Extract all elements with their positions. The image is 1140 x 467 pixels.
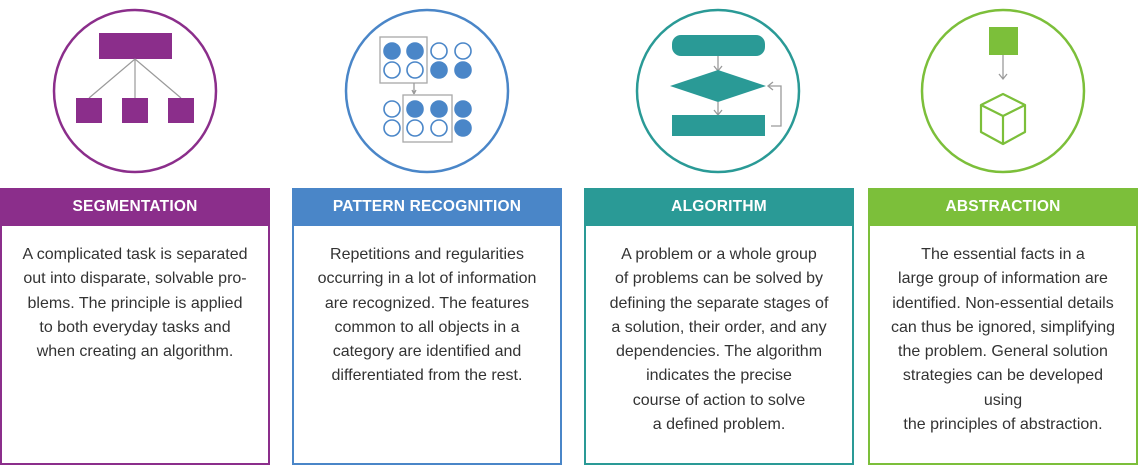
segmentation-card: SEGMENTATION A complicated task is separ… — [0, 188, 270, 465]
description-line: can thus be ignored, simplifying — [890, 318, 1116, 336]
description-line: the problem. General solution — [898, 343, 1108, 361]
card-description: A problem or a whole group of problems c… — [584, 226, 854, 465]
card-title: ABSTRACTION — [868, 188, 1138, 226]
description-line: large group of information are — [898, 270, 1108, 288]
dot-pattern-icon — [344, 8, 510, 174]
card-title: ALGORITHM — [584, 188, 854, 226]
description-line: The essential facts in a — [921, 246, 1085, 263]
abstraction-card: ABSTRACTION The essential facts in a lar… — [868, 188, 1138, 465]
card-description: A complicated task is separated out into… — [0, 226, 270, 465]
segmentation-icon-circle — [50, 6, 220, 176]
description-line: the principles of abstraction. — [903, 416, 1103, 434]
algorithm-card: ALGORITHM A problem or a whole group of … — [584, 188, 854, 465]
description-line: occurring in a lot of information — [317, 270, 537, 288]
description-line: identified. Non-essential details — [892, 294, 1114, 312]
description-line: indicates the precise — [646, 367, 792, 385]
pattern-recognition-icon-circle — [342, 6, 512, 176]
description-line: strategies can be developed using — [902, 367, 1104, 409]
description-line: A complicated task is separated — [22, 246, 248, 263]
description-line: defining the separate stages of — [609, 294, 829, 312]
description-line: common to all objects in a — [334, 318, 520, 336]
card-description: Repetitions and regularities occurring i… — [292, 226, 562, 465]
description-line: Repetitions and regularities — [330, 246, 524, 263]
description-line: blems. The principle is applied — [27, 294, 243, 312]
description-line: dependencies. The algorithm — [615, 343, 823, 361]
hierarchy-icon — [52, 8, 218, 174]
description-line: differentiated from the rest. — [331, 367, 523, 385]
pattern-recognition-card: PATTERN RECOGNITION Repetitions and regu… — [292, 188, 562, 465]
description-line: to both everyday tasks and — [39, 318, 231, 336]
description-line: of problems can be solved by — [614, 270, 824, 288]
description-line: out into disparate, solvable pro- — [23, 270, 247, 288]
algorithm-icon-circle — [633, 6, 803, 176]
description-line: a defined problem. — [652, 416, 786, 434]
square-to-cube-icon — [920, 8, 1086, 174]
card-description: The essential facts in a large group of … — [868, 226, 1138, 465]
description-line: course of action to solve — [632, 391, 806, 409]
description-line: a solution, their order, and any — [611, 318, 827, 336]
card-title: PATTERN RECOGNITION — [292, 188, 562, 226]
description-line: when creating an algorithm. — [36, 343, 234, 361]
description-line: A problem or a whole group — [621, 246, 817, 263]
flowchart-icon — [635, 8, 801, 174]
card-title: SEGMENTATION — [0, 188, 270, 226]
description-line: are recognized. The features — [324, 294, 530, 312]
description-line: category are identified and — [332, 343, 522, 361]
abstraction-icon-circle — [918, 6, 1088, 176]
